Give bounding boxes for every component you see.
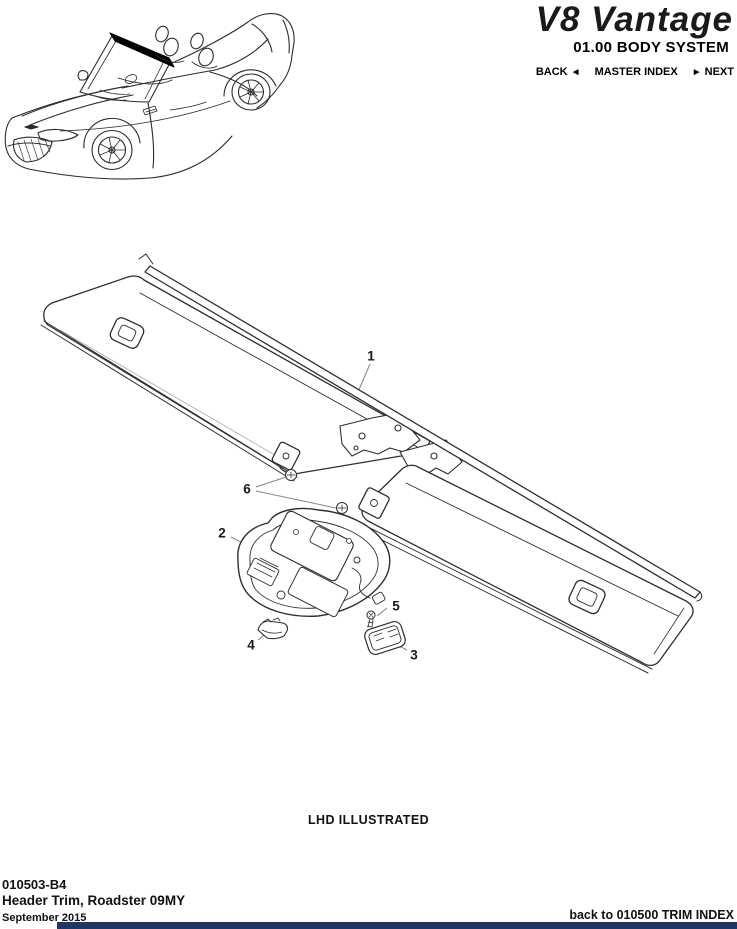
mirror: [77, 70, 89, 81]
screw: [366, 610, 376, 628]
callout-3: 3: [410, 647, 418, 663]
doc-title: Header Trim, Roadster 09MY: [2, 893, 186, 908]
switch-pack: [364, 620, 406, 656]
grille: [12, 136, 53, 163]
back-link[interactable]: BACK ◄: [535, 66, 581, 78]
fastener-pins: [285, 469, 348, 514]
car-rear-outline: [171, 13, 295, 109]
exploded-diagram: [0, 250, 737, 720]
headlamp: [37, 128, 79, 142]
master-index-link[interactable]: MASTER INDEX: [594, 66, 678, 78]
side-vent: [142, 105, 158, 116]
callout-4: 4: [247, 637, 255, 653]
car-illustration: [0, 0, 300, 186]
callout-5: 5: [392, 598, 400, 614]
brand-logo: V8 Vantage: [535, 0, 733, 39]
header-rail: [138, 253, 703, 602]
doc-code: 010503-B4: [2, 877, 67, 892]
trim-index-link[interactable]: back to 010500 TRIM INDEX: [569, 908, 734, 922]
callout-6: 6: [243, 481, 251, 497]
nav-bar: BACK ◄ MASTER INDEX ► NEXT: [536, 66, 734, 78]
rear-wheel: [231, 73, 271, 111]
header-trim-right-panel: [357, 464, 694, 674]
console-wire: [351, 567, 371, 599]
page-title: 01.00 BODY SYSTEM: [573, 39, 729, 56]
lamp-lens: [257, 617, 289, 640]
console-module: [270, 510, 354, 582]
back-arrow-icon: ◄: [570, 67, 581, 78]
footer-accent-bar: [57, 922, 737, 929]
callout-1: 1: [367, 348, 375, 364]
doc-date: September 2015: [2, 912, 87, 924]
next-link[interactable]: ► NEXT: [691, 66, 734, 78]
callout-2: 2: [218, 525, 226, 541]
highlighted-header-region: [109, 32, 175, 68]
lhd-note: LHD ILLUSTRATED: [307, 813, 430, 827]
next-arrow-icon: ►: [691, 67, 702, 78]
badge: [24, 124, 39, 130]
overhead-console: [237, 507, 391, 618]
front-wheel: [91, 129, 133, 171]
